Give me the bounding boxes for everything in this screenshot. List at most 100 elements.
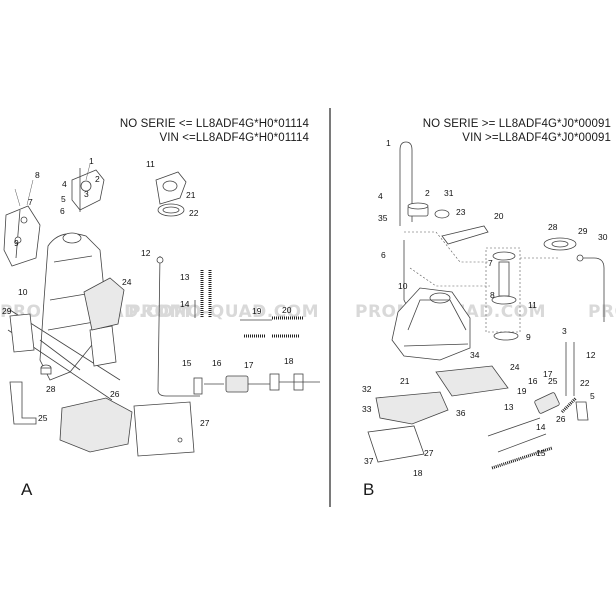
callout-b-8: 8	[490, 290, 495, 300]
callout-a-15: 15	[182, 358, 192, 368]
seat-pad-a	[83, 277, 125, 331]
callout-b-14: 14	[536, 422, 546, 432]
callout-b-15: 15	[536, 448, 546, 458]
callout-a-13: 13	[180, 272, 190, 282]
fuel-line-12-a	[157, 255, 200, 397]
callout-a-7: 7	[28, 197, 33, 207]
fuel-pump-b	[491, 251, 519, 341]
callout-a-26: 26	[110, 389, 120, 399]
rod-14-b	[497, 433, 547, 453]
callout-b-30: 30	[598, 232, 608, 242]
callout-b-26: 26	[556, 414, 566, 424]
callout-a-1: 1	[89, 156, 94, 166]
vent-hose-b	[399, 141, 413, 222]
callout-b-34: 34	[470, 350, 480, 360]
bracket-23-b	[441, 225, 489, 245]
callout-b-20: 20	[494, 211, 504, 221]
callout-b-6: 6	[381, 250, 386, 260]
hose-30-b	[578, 257, 605, 322]
callout-a-22: 22	[189, 208, 199, 218]
panel-b-serial-range: NO SERIE >= LL8ADF4G*J0*00091	[422, 118, 611, 130]
callout-a-21: 21	[186, 190, 196, 200]
mount-bracket-left	[3, 179, 41, 267]
callout-b-3: 3	[562, 326, 567, 336]
callout-a-16: 16	[212, 358, 222, 368]
callout-b-29: 29	[578, 226, 588, 236]
callout-b-10: 10	[398, 281, 408, 291]
callout-b-12: 12	[586, 350, 596, 360]
callout-a-28: 28	[46, 384, 56, 394]
callout-b-35: 35	[378, 213, 388, 223]
callout-a-20: 20	[282, 305, 292, 315]
ring-31-b	[434, 209, 450, 219]
fuel-pump-module-a	[155, 171, 187, 217]
callout-b-22: 22	[580, 378, 590, 388]
callout-a-27: 27	[200, 418, 210, 428]
frame-rails-a	[7, 309, 121, 401]
callouts-a: 1 2 3 4 5 6 7 8 9 10 11 12 13 14 15 16 1…	[2, 156, 294, 428]
callout-a-17: 17	[244, 360, 254, 370]
callout-b-24: 24	[510, 362, 520, 372]
callout-b-5: 5	[590, 391, 595, 401]
filter-assembly-a	[193, 373, 320, 395]
clamp-set-a	[240, 316, 304, 338]
fuel-cap-b	[407, 202, 429, 217]
spring-15-b	[491, 446, 553, 470]
bowl-28-b	[543, 237, 577, 251]
fuel-tank-b	[391, 287, 471, 361]
bracket-25-a	[9, 381, 37, 425]
callout-a-10: 10	[18, 287, 28, 297]
panel-b-label: B	[363, 480, 375, 499]
plate-27-b	[367, 425, 425, 463]
part-28-a	[40, 364, 52, 375]
panel-b-header: NO SERIE >= LL8ADF4G*J0*00091 VIN >=LL8A…	[423, 117, 611, 145]
callout-b-37: 37	[364, 456, 374, 466]
plate-27-a	[133, 401, 195, 457]
callout-a-18: 18	[284, 356, 294, 366]
callout-b-31: 31	[444, 188, 454, 198]
callout-b-2: 2	[425, 188, 430, 198]
pump-box-b	[485, 247, 521, 333]
callout-b-19: 19	[517, 386, 527, 396]
callout-a-19: 19	[252, 306, 262, 316]
callout-b-1: 1	[386, 138, 391, 148]
filter-b	[534, 392, 578, 414]
skid-21-b	[375, 391, 449, 425]
callout-a-3: 3	[84, 189, 89, 199]
callout-a-9: 9	[14, 238, 19, 248]
callout-b-28: 28	[548, 222, 558, 232]
panel-a-drawing: 1 2 3 4 5 6 7 8 9 10 11 12 13 14 15 16 1…	[2, 156, 320, 457]
panel-a-header: NO SERIE <= LL8ADF4G*H0*01114 VIN <=LL8A…	[120, 117, 309, 145]
rod-13-b	[487, 417, 541, 437]
callout-b-21: 21	[400, 376, 410, 386]
callout-b-23: 23	[456, 207, 466, 217]
callout-b-16: 16	[528, 376, 538, 386]
panel-b-drawing: 1 2 3 4 5 6 7 8 9 10 11 12 13 14 15 16 1…	[362, 138, 608, 478]
callout-b-33: 33	[362, 404, 372, 414]
callout-b-32: 32	[362, 384, 372, 394]
callout-a-2: 2	[95, 174, 100, 184]
fuel-tank-a	[39, 232, 105, 381]
panel-a-label: A	[21, 480, 33, 499]
watermark-b2: PROMO-QUAD.COM	[588, 302, 616, 322]
callout-b-27: 27	[424, 448, 434, 458]
callout-a-6: 6	[60, 206, 65, 216]
callout-a-29: 29	[2, 306, 12, 316]
callout-a-5: 5	[61, 194, 66, 204]
panel-b-vin-range: VIN >=LL8ADF4G*J0*00091	[462, 132, 611, 144]
callout-a-24: 24	[122, 277, 132, 287]
callout-b-11: 11	[528, 300, 537, 310]
callout-a-11: 11	[146, 159, 155, 169]
watermark-a2: PROMO-QUAD.COM	[128, 302, 319, 322]
panel-a-vin-range: VIN <=LL8ADF4G*H0*01114	[159, 132, 309, 144]
panel-a-serial-range: NO SERIE <= LL8ADF4G*H0*01114	[119, 118, 309, 130]
callout-b-25: 25	[548, 376, 558, 386]
callout-a-14: 14	[180, 299, 190, 309]
spring-13-a	[194, 270, 212, 318]
callout-b-9: 9	[526, 332, 531, 342]
callout-b-13: 13	[504, 402, 514, 412]
callout-b-17: 17	[543, 369, 553, 379]
callout-a-8: 8	[35, 170, 40, 180]
